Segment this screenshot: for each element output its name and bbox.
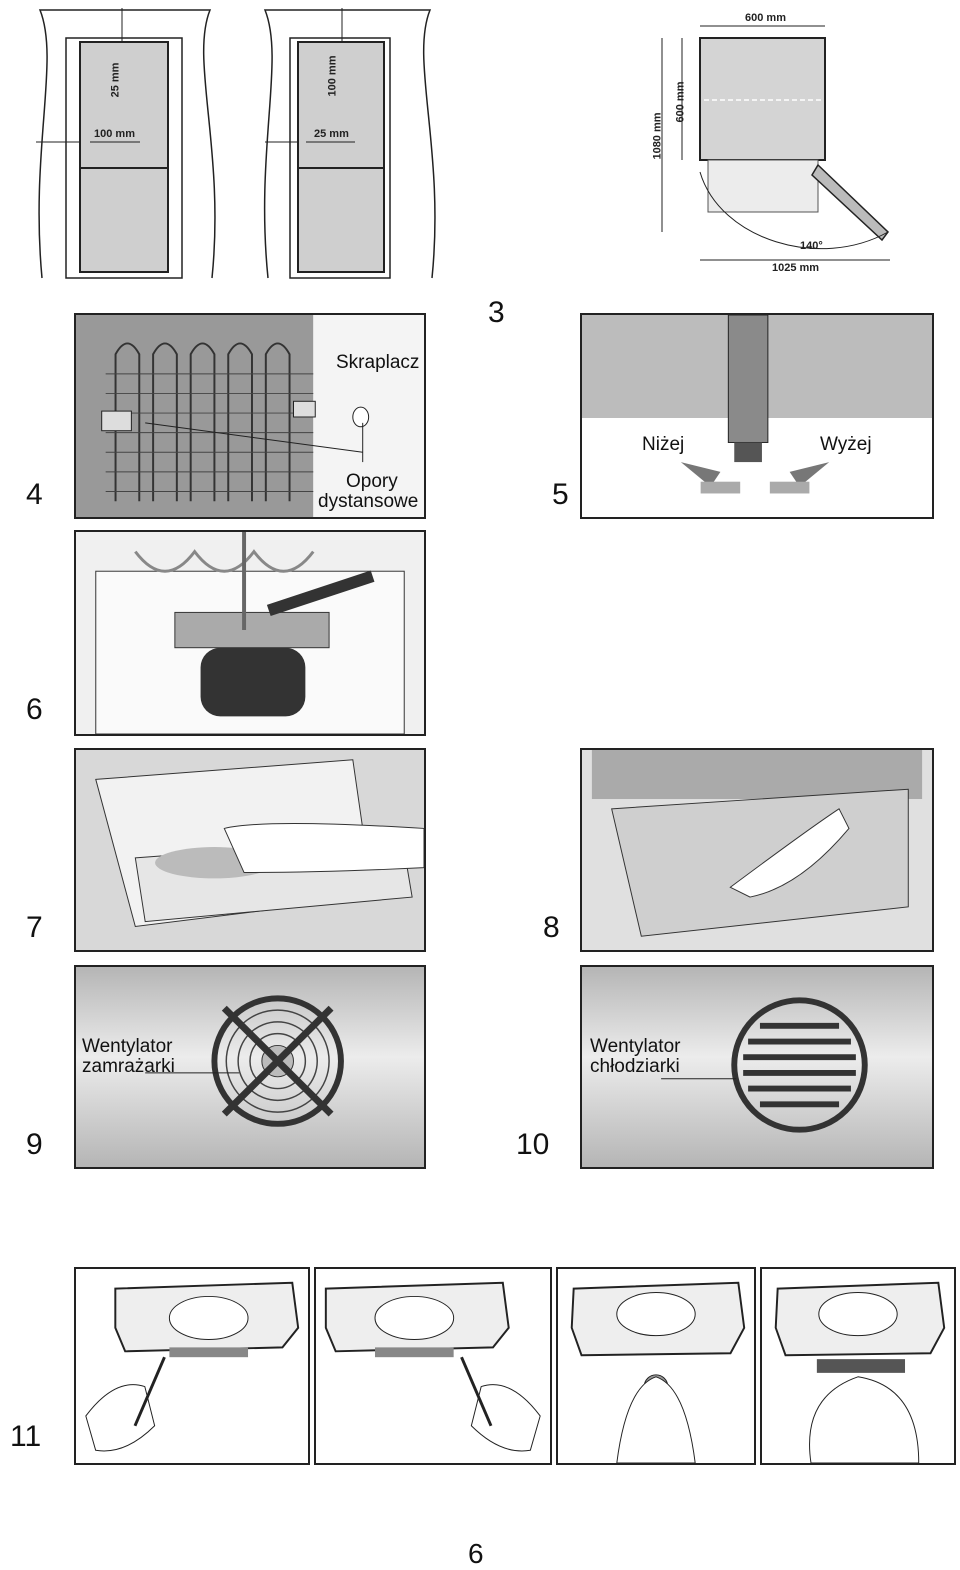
freezer-fan-label-line2: zamrażarki xyxy=(82,1056,175,1077)
figure-7-cleaning xyxy=(74,748,426,952)
figure-11-step-3 xyxy=(556,1267,756,1465)
depth-label: 600 mm xyxy=(674,81,687,123)
figure-number-8: 8 xyxy=(543,911,560,944)
figure-number-7: 7 xyxy=(26,911,43,944)
spacers-label-line2: dystansowe xyxy=(318,491,419,512)
figure-number-3: 3 xyxy=(488,296,505,329)
angle-label: 140° xyxy=(800,240,823,252)
page-number: 6 xyxy=(468,1538,484,1569)
left-side-gap: 100 mm xyxy=(94,128,135,140)
figure-11-step-1 xyxy=(74,1267,310,1465)
figure-8-drawer xyxy=(580,748,934,952)
figure-5-leveling-foot: Niżej Wyżej xyxy=(580,313,934,519)
spacers-label-line1: Opory xyxy=(346,471,398,492)
lower-label: Niżej xyxy=(642,434,685,455)
left-top-gap: 25 mm xyxy=(109,62,122,98)
total-depth-label: 1080 mm xyxy=(651,112,664,160)
door-span-label: 1025 mm xyxy=(772,262,820,274)
right-side-gap: 25 mm xyxy=(314,128,349,140)
freezer-fan-label-line1: Wentylator xyxy=(82,1036,173,1057)
right-top-gap: 100 mm xyxy=(326,55,339,97)
figure-6-compressor xyxy=(74,530,426,736)
fridge-fan-label-line1: Wentylator xyxy=(590,1036,681,1057)
figure-11-step-4 xyxy=(760,1267,956,1465)
figure-10-fridge-fan: Wentylator chłodziarki xyxy=(580,965,934,1169)
width-label: 600 mm xyxy=(745,12,786,24)
clearance-diagram: 25 mm 100 mm 100 mm 25 mm xyxy=(0,0,460,290)
figure-number-10: 10 xyxy=(516,1128,550,1161)
fridge-fan-label-line2: chłodziarki xyxy=(590,1056,680,1077)
figure-number-11: 11 xyxy=(10,1420,42,1453)
dimensions-diagram: 600 mm 600 mm 1080 mm 140° 1025 mm xyxy=(640,0,960,290)
higher-label: Wyżej xyxy=(820,434,872,455)
figure-9-freezer-fan: Wentylator zamrażarki xyxy=(74,965,426,1169)
figure-number-9: 9 xyxy=(26,1128,43,1161)
figure-11-step-2 xyxy=(314,1267,552,1465)
figure-number-5: 5 xyxy=(552,478,569,511)
figure-number-6: 6 xyxy=(26,693,43,726)
figure-4-condenser: Skraplacz Opory dystansowe xyxy=(74,313,426,519)
figure-number-4: 4 xyxy=(26,478,43,511)
condenser-label: Skraplacz xyxy=(336,352,420,373)
